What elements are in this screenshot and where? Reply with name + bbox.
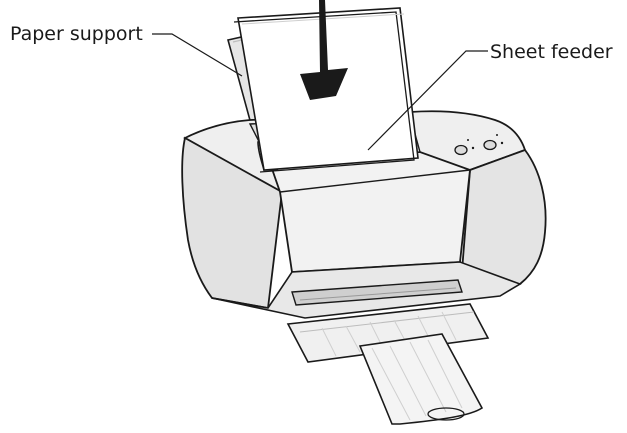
- paper-exit-tray: [286, 303, 490, 425]
- callout-paper-support: Paper support: [10, 23, 243, 77]
- callout-sheet-feeder: Sheet feeder: [367, 41, 613, 151]
- sheet-feeder-label: Sheet feeder: [490, 41, 613, 63]
- paper-support-label: Paper support: [10, 23, 143, 45]
- control-buttons: [454, 134, 504, 156]
- insert-arrow-icon: [300, 0, 348, 100]
